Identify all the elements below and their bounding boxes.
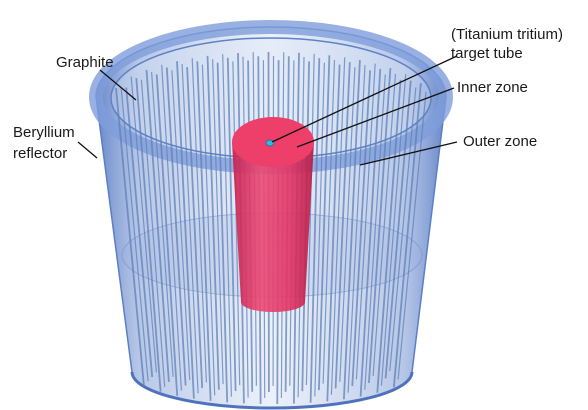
target-tube-label-line1: (Titanium tritium) bbox=[451, 26, 563, 43]
graphite-label: Graphite bbox=[56, 54, 114, 71]
inner-zone-label: Inner zone bbox=[457, 79, 528, 96]
beryllium-label-line2: reflector bbox=[13, 145, 67, 162]
inner-zone-cylinder bbox=[232, 142, 314, 312]
target-tube bbox=[266, 140, 274, 146]
beryllium-label-line1: Beryllium bbox=[13, 124, 75, 141]
target-tube-label-line2: target tube bbox=[451, 45, 523, 62]
leader-beryllium bbox=[78, 142, 97, 158]
outer-zone-label: Outer zone bbox=[463, 133, 537, 150]
